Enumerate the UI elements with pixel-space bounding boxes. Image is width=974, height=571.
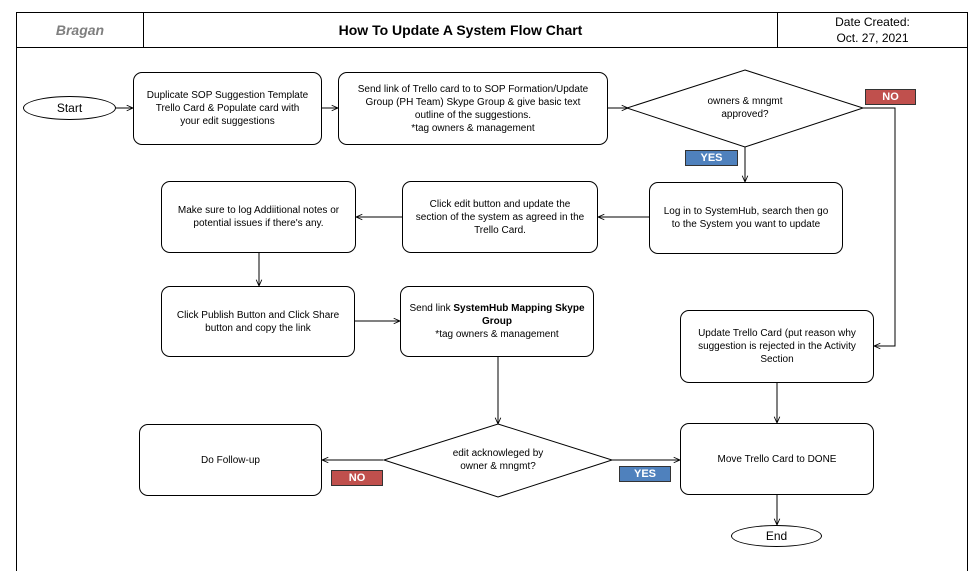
login-line-1: Log in to SystemHub, search then go — [663, 206, 829, 217]
update-line-3: Section — [760, 354, 794, 365]
ack-line-1: edit acknowleged by — [452, 448, 544, 459]
approval-no-text: NO — [882, 91, 899, 103]
date-cell: Date Created: Oct. 27, 2021 — [777, 12, 968, 48]
send-link-box: Send link SystemHub Mapping Skype Group … — [400, 286, 594, 357]
duplicate-line-2: Trello Card & Populate card with — [155, 103, 300, 114]
approval-line-2: approved? — [721, 109, 769, 120]
ack-yes-badge: YES — [619, 466, 671, 482]
publish-box: Click Publish Button and Click Share but… — [161, 286, 355, 357]
send-trello-box: Send link of Trello card to to SOP Forma… — [338, 72, 608, 145]
ack-line-2: owner & mngmt? — [460, 461, 536, 472]
start-terminal: Start — [23, 96, 116, 120]
move-done-box: Move Trello Card to DONE — [680, 423, 874, 495]
notes-line-2: potential issues if there's any. — [193, 218, 324, 229]
send-trello-line-1: Send link of Trello card to to SOP Forma… — [357, 83, 589, 95]
notes-line-1: Make sure to log Addiitional notes or — [177, 205, 340, 216]
update-line-2: suggestion is rejected in the Activity — [698, 341, 856, 352]
end-terminal: End — [731, 525, 822, 547]
company-logo: Bragan — [55, 22, 105, 38]
login-box: Log in to SystemHub, search then go to t… — [649, 182, 843, 254]
date-value: Oct. 27, 2021 — [836, 31, 909, 45]
approval-decision-label: owners & mngmt approved? — [672, 92, 818, 124]
publish-line-1: Click Publish Button and Click Share — [176, 309, 340, 321]
send-link-line-2: Group — [482, 316, 512, 327]
approval-yes-text: YES — [700, 152, 723, 164]
duplicate-line-3: your edit suggestions — [180, 116, 275, 127]
login-line-2: to the System you want to update — [671, 219, 821, 230]
send-trello-line-2: Group (PH Team) Skype Group & give basic… — [365, 96, 581, 108]
approval-no-badge: NO — [865, 89, 916, 105]
ack-no-text: NO — [348, 472, 366, 484]
send-trello-line-4: *tag owners & management — [411, 122, 535, 134]
send-link-line-3: *tag owners & management — [435, 329, 559, 340]
start-label: Start — [56, 101, 83, 115]
send-link-prefix: Send link — [409, 303, 454, 314]
page-border-right — [967, 47, 968, 571]
followup-label: Do Follow-up — [201, 454, 260, 466]
send-link-line-1: Send link SystemHub Mapping Skype — [409, 302, 584, 315]
edit-line-3: Trello Card. — [474, 224, 526, 236]
approval-line-1: owners & mngmt — [707, 96, 783, 107]
followup-box: Do Follow-up — [139, 424, 322, 496]
arrow-decision-no — [863, 107, 896, 346]
ack-decision-shape — [382, 423, 614, 498]
send-link-bold: SystemHub Mapping Skype — [453, 303, 585, 314]
log-notes-box: Make sure to log Addiitional notes or po… — [161, 181, 356, 253]
send-trello-line-3: outline of the suggestions. — [414, 109, 532, 121]
end-label: End — [765, 529, 788, 543]
publish-line-2: button and copy the link — [205, 322, 311, 334]
update-line-1: Update Trello Card (put reason why — [698, 328, 856, 339]
approval-yes-badge: YES — [685, 150, 738, 166]
edit-line-2: section of the system as agreed in the — [415, 211, 585, 223]
ack-decision-label: edit acknowleged by owner & mngmt? — [428, 444, 568, 476]
edit-section-box: Click edit button and update the section… — [402, 181, 598, 253]
move-done-label: Move Trello Card to DONE — [717, 453, 837, 465]
duplicate-line-1: Duplicate SOP Suggestion Template — [146, 90, 309, 101]
date-label: Date Created: — [835, 15, 910, 29]
edit-line-1: Click edit button and update the — [429, 198, 571, 210]
duplicate-card-box: Duplicate SOP Suggestion Template Trello… — [133, 72, 322, 145]
approval-decision-shape — [625, 69, 865, 148]
ack-no-badge: NO — [331, 470, 383, 486]
page-border-left — [16, 47, 17, 571]
ack-yes-text: YES — [633, 468, 656, 480]
update-trello-box: Update Trello Card (put reason why sugge… — [680, 310, 874, 383]
page-title: How To Update A System Flow Chart — [338, 22, 583, 38]
